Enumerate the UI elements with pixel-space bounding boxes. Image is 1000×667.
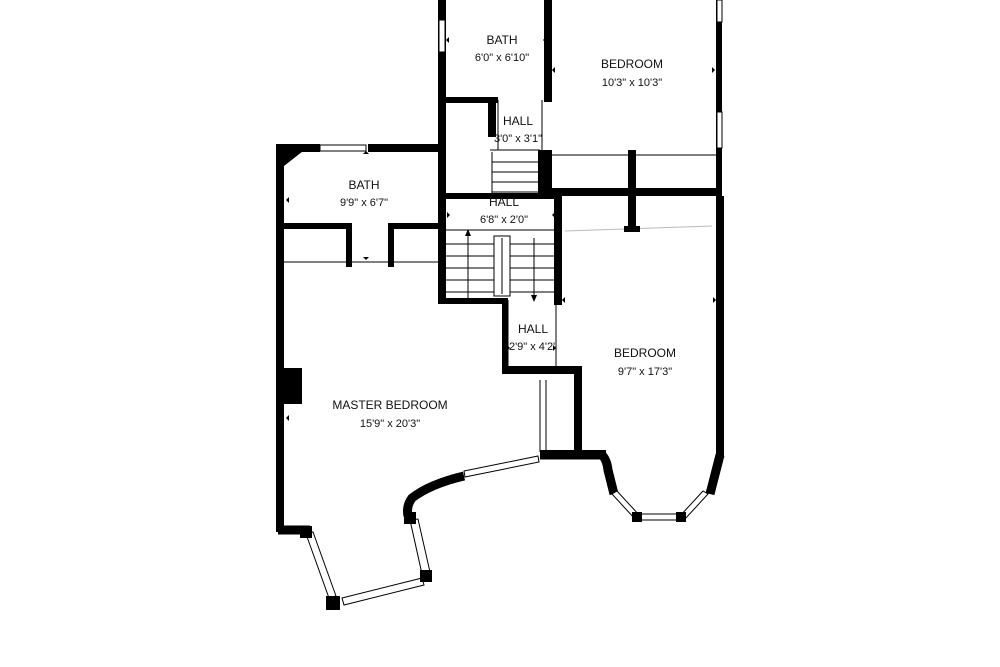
room-name: MASTER BEDROOM: [332, 398, 447, 412]
room-dims: 3'0" x 3'1": [494, 133, 542, 145]
room-dims: 2'9" x 4'2": [509, 341, 557, 353]
stairs-upper: [491, 152, 540, 196]
room-label-bath-top: BATH 6'0" x 6'10": [475, 33, 529, 64]
room-name: HALL: [518, 322, 548, 336]
room-label-hall-upper: HALL 3'0" x 3'1": [494, 114, 542, 145]
room-name: BEDROOM: [614, 346, 676, 360]
room-name: HALL: [503, 114, 533, 128]
room-label-hall-lower: HALL 2'9" x 4'2": [509, 322, 557, 353]
room-name: BEDROOM: [601, 57, 663, 71]
room-dims: 6'0" x 6'10": [475, 52, 529, 64]
room-name: BATH: [348, 178, 379, 192]
room-dims: 9'9" x 6'7": [340, 197, 388, 209]
stairs-main: [446, 229, 556, 302]
curved-walls: [278, 450, 725, 535]
room-dims: 9'7" x 17'3": [618, 366, 672, 378]
room-name: BATH: [486, 33, 517, 47]
room-dims: 15'9" x 20'3": [360, 418, 420, 430]
room-label-bedroom-right: BEDROOM 9'7" x 17'3": [614, 346, 676, 378]
room-label-master-bedroom: MASTER BEDROOM 15'9" x 20'3": [332, 398, 447, 430]
room-label-hall-middle: HALL 6'8" x 2'0": [480, 195, 528, 226]
room-dims: 6'8" x 2'0": [480, 214, 528, 226]
room-label-bedroom-top: BEDROOM 10'3" x 10'3": [601, 57, 663, 89]
room-label-bath-left: BATH 9'9" x 6'7": [340, 178, 388, 209]
windows: [300, 0, 723, 610]
room-dims: 10'3" x 10'3": [602, 77, 662, 89]
room-name: HALL: [489, 195, 519, 209]
dimension-markers: [286, 37, 716, 421]
